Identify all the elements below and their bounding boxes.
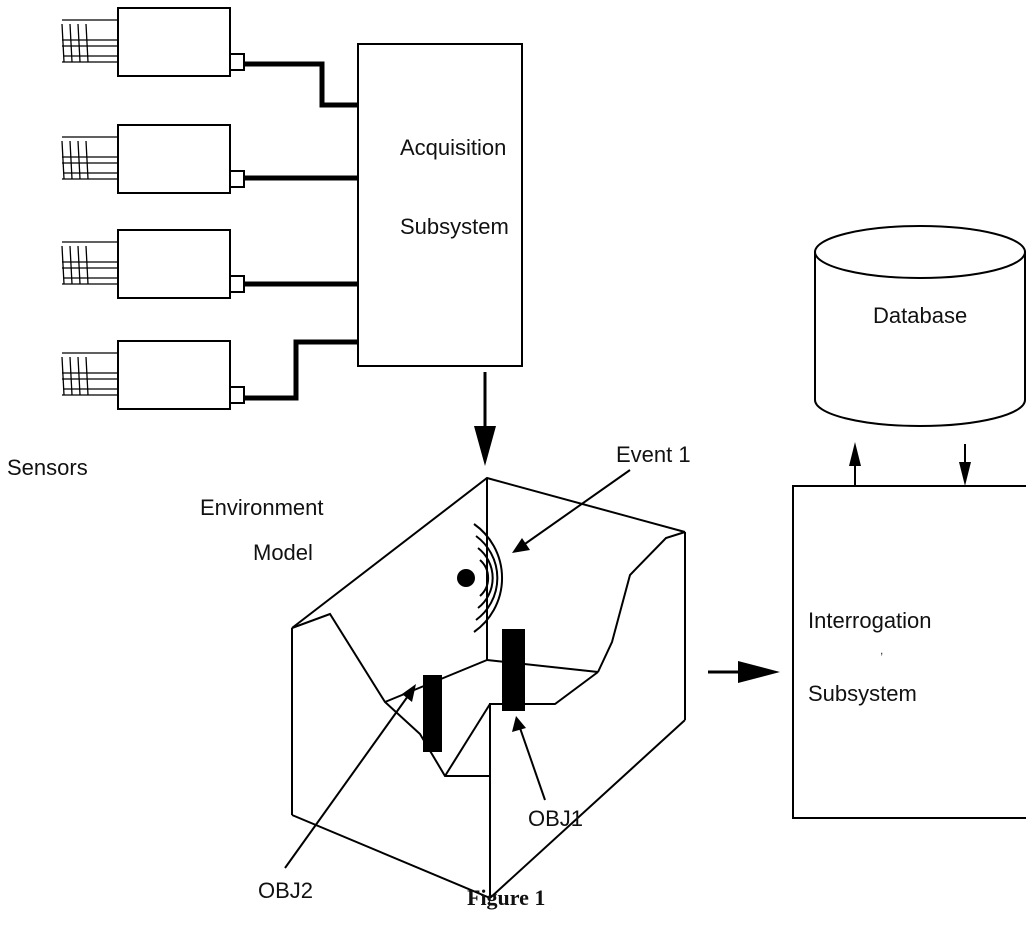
environment-model-block xyxy=(291,476,686,900)
database-cylinder xyxy=(814,225,1026,427)
stray-mark: , xyxy=(880,643,883,657)
figure-caption: Figure 1 xyxy=(467,885,545,910)
sensor-1 xyxy=(61,7,245,77)
environment-label-line2: Model xyxy=(253,540,313,565)
database-label: Database xyxy=(873,303,967,328)
sensor-group xyxy=(61,7,245,410)
obj2-label: OBJ2 xyxy=(258,878,313,903)
interrogation-subsystem-box xyxy=(792,485,1026,819)
event-label: Event 1 xyxy=(616,442,691,467)
interrogation-label-line1: Interrogation xyxy=(808,608,932,633)
interrogation-label-line2: Subsystem xyxy=(808,681,917,706)
sensor-2 xyxy=(61,124,245,194)
environment-to-interrogation-arrow xyxy=(708,661,780,683)
interrogation-to-database-arrow xyxy=(849,442,861,486)
sensors-label: Sensors xyxy=(7,455,88,480)
environment-label-line1: Environment xyxy=(200,495,324,520)
cable-1 xyxy=(244,61,358,108)
cable-4 xyxy=(244,339,358,401)
event-signal xyxy=(457,523,503,633)
acquisition-label-line1: Acquisition xyxy=(400,135,506,160)
obj1-label: OBJ1 xyxy=(528,806,583,831)
event-pointer-arrow xyxy=(512,469,631,553)
sensor-cables xyxy=(244,61,358,401)
obj2-marker xyxy=(423,675,442,752)
acquisition-to-environment-arrow xyxy=(474,372,496,466)
obj1-marker xyxy=(502,629,525,711)
sensor-4 xyxy=(61,340,245,410)
database-to-interrogation-arrow xyxy=(959,444,971,486)
acquisition-label-line2: Subsystem xyxy=(400,214,509,239)
acquisition-subsystem-box xyxy=(357,43,523,367)
obj1-pointer-arrow xyxy=(512,716,546,801)
obj2-pointer-arrow xyxy=(284,684,416,869)
sensor-3 xyxy=(61,229,245,299)
